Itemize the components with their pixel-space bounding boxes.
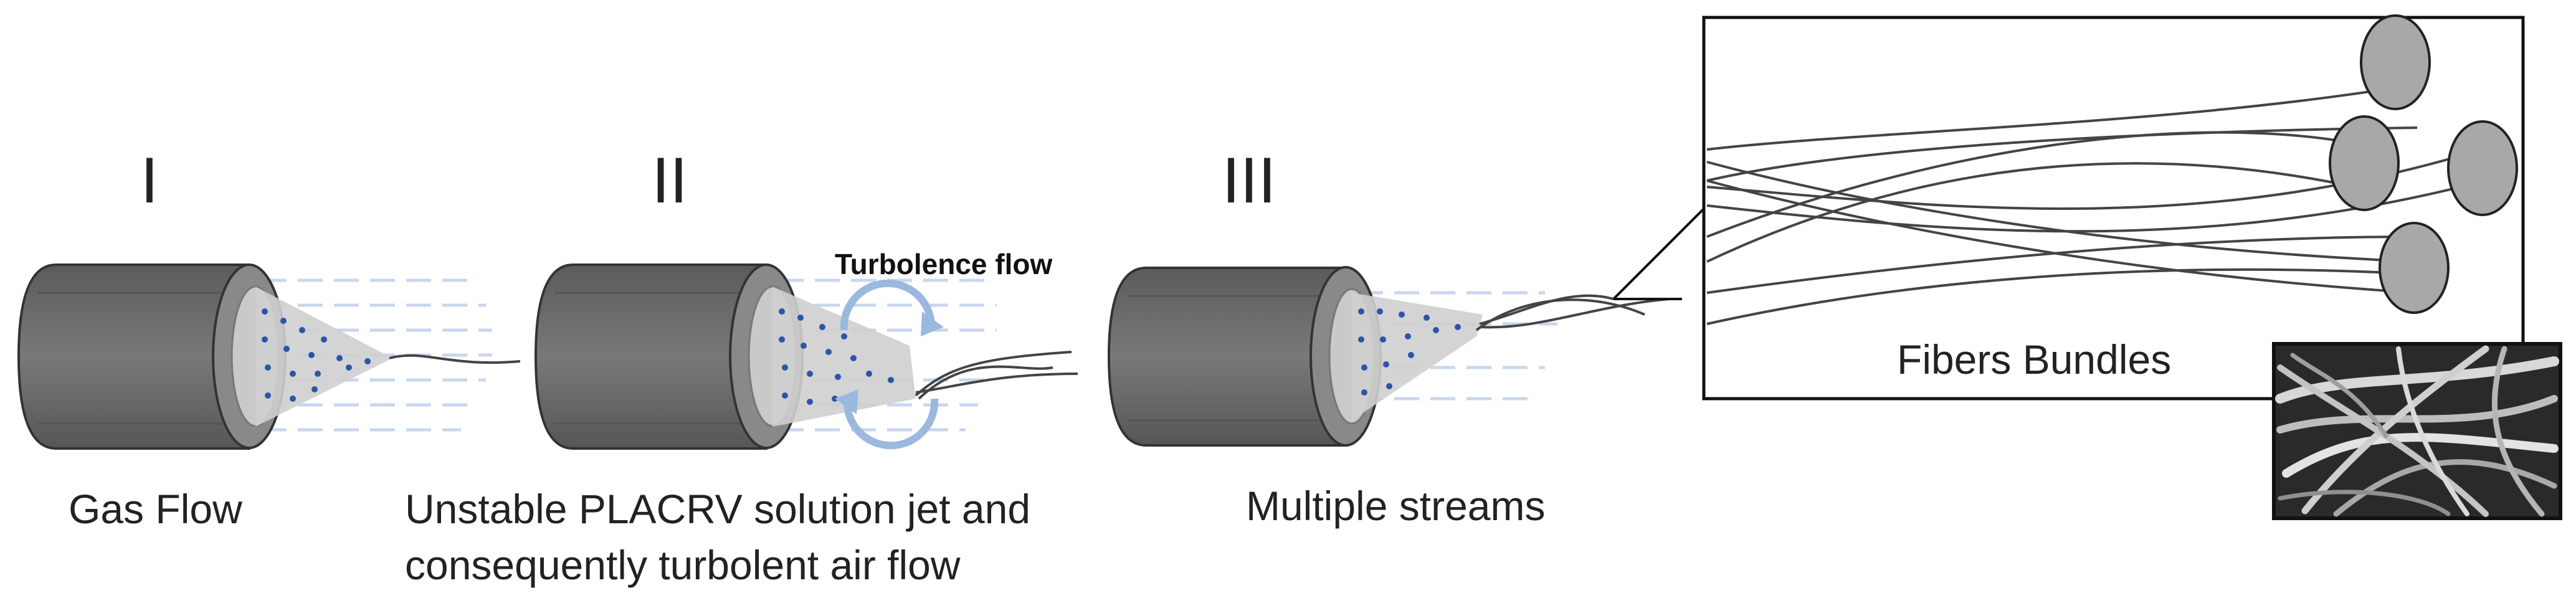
zoom-connector [1612, 204, 1708, 300]
fiber-1 [389, 354, 521, 364]
turbulence-flow-label: Turbolence flow [835, 248, 1052, 280]
jet-cone-1 [255, 287, 392, 427]
stage-2-roman: II [652, 145, 688, 217]
droplets-1 [262, 308, 371, 402]
nozzle-2 [534, 263, 804, 450]
turbulence-arrows [835, 279, 944, 450]
stage-2-caption-line2: consequently turbolent air flow [405, 542, 961, 588]
fibers-bundle-inset: Fibers Bundles [1702, 14, 2525, 401]
fiber-2 [915, 351, 1078, 400]
jet-cone-3 [1352, 293, 1483, 420]
stage-1-roman: I [141, 145, 159, 217]
fibers-bundles-label: Fibers Bundles [1897, 336, 2171, 382]
fiber-strands [1706, 83, 2461, 325]
fiber-3 [1475, 294, 1670, 331]
stage-3: III Multiple streams [1107, 145, 1670, 529]
stage-3-caption: Multiple streams [1246, 483, 1545, 529]
stage-1: I Gas Flow [17, 145, 521, 532]
nozzle-3 [1107, 266, 1382, 447]
stage-1-caption: Gas Flow [69, 486, 242, 532]
nozzle-1 [17, 263, 287, 450]
stage-3-roman: III [1222, 145, 1276, 217]
fiber-cross-sections [2329, 14, 2518, 314]
droplets-3 [1358, 308, 1461, 396]
stage-2: Turbolence flow II Unstable PLACRV solut… [405, 145, 1078, 588]
sem-micrograph-image [2272, 342, 2562, 520]
jet-cone-2 [772, 287, 916, 427]
stage-2-caption-line1: Unstable PLACRV solution jet and [405, 486, 1030, 532]
